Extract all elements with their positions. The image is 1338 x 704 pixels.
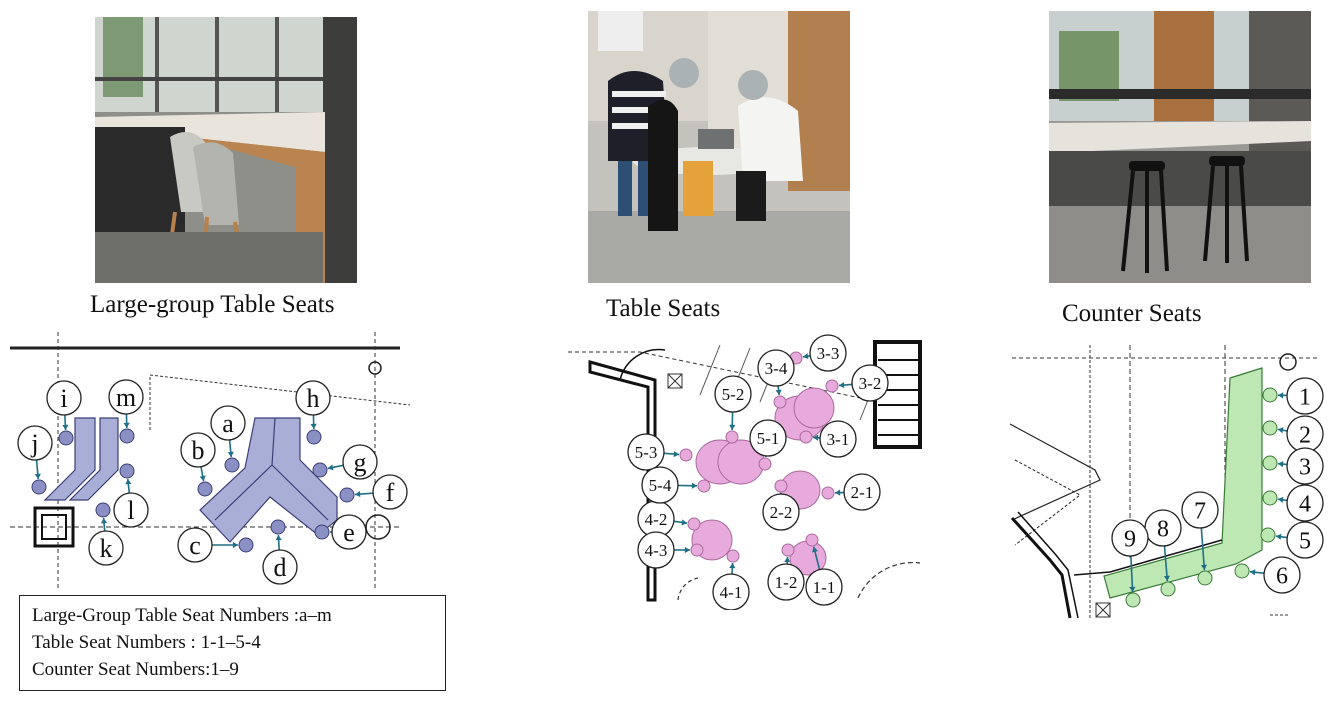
svg-text:e: e (343, 518, 355, 547)
svg-text:j: j (30, 429, 38, 458)
seat-lg-f: f (339, 474, 408, 510)
seat-table-5-4: 5-4 (641, 466, 711, 504)
seat-lg-i: i (46, 380, 82, 446)
legend-table: Table Seat Numbers : 1-1–5-4 (32, 632, 261, 653)
svg-text:1-2: 1-2 (775, 573, 798, 592)
seat-table-2-2: 2-2 (762, 479, 800, 531)
large-group-seats: ab c d e fg h ij kl m (17, 379, 408, 585)
seat-table-5-1: 5-1 (749, 419, 787, 471)
svg-text:5: 5 (1299, 528, 1311, 554)
seat-counter-8: 8 (1144, 509, 1182, 597)
svg-text:2-2: 2-2 (770, 503, 793, 522)
legend-large-group: Large-Group Table Seat Numbers :a–m (32, 605, 332, 626)
seat-table-2-1: 2-1 (821, 473, 881, 511)
svg-text:3-4: 3-4 (765, 359, 788, 378)
svg-text:1: 1 (1299, 384, 1311, 410)
seat-lg-l: l (113, 463, 149, 528)
legend-counter: Counter Seat Numbers:1–9 (32, 659, 239, 680)
svg-text:k: k (100, 534, 113, 563)
counter-caption: Counter Seats (1062, 300, 1202, 327)
seat-lg-c: c (177, 527, 254, 563)
table-seats: 1-1 1-2 2-1 2-2 3-1 3-2 3-3 3-4 4-1 4-2 4-3 5-1 5-2 5… (627, 334, 889, 610)
large-group-caption: Large-group Table Seats (90, 291, 335, 318)
seat-number-legend: Large-Group Table Seat Numbers :a–m Tabl… (19, 595, 446, 691)
seat-counter-2: 2 (1262, 415, 1324, 453)
seat-table-3-3: 3-3 (789, 334, 847, 372)
counter-photo (1049, 11, 1311, 283)
svg-text:d: d (274, 553, 287, 582)
seat-lg-g: g (312, 444, 378, 480)
svg-text:b: b (192, 436, 205, 465)
seat-counter-6: 6 (1234, 556, 1301, 594)
seat-counter-4: 4 (1262, 484, 1324, 522)
large-group-photo (95, 17, 357, 283)
svg-text:2: 2 (1299, 422, 1311, 448)
svg-text:4-1: 4-1 (720, 583, 743, 602)
svg-text:f: f (386, 478, 395, 507)
svg-text:m: m (116, 383, 136, 412)
svg-text:6: 6 (1276, 563, 1288, 589)
seat-table-1-1: 1-1 (805, 533, 843, 606)
svg-text:1-1: 1-1 (813, 578, 836, 597)
svg-text:5-2: 5-2 (722, 385, 745, 404)
svg-text:g: g (354, 448, 367, 477)
seat-lg-k: k (88, 502, 124, 566)
svg-text:3-2: 3-2 (859, 374, 882, 393)
seat-table-4-1: 4-1 (712, 549, 750, 610)
seat-table-5-3: 5-3 (627, 433, 693, 471)
seat-lg-b: b (180, 432, 216, 497)
counter-seats: 1 2 3 4 56 789 (1111, 377, 1324, 608)
table-photo (588, 11, 850, 283)
svg-text:i: i (60, 384, 67, 413)
seat-lg-a: a (210, 405, 246, 473)
seat-counter-3: 3 (1262, 447, 1324, 485)
svg-text:4-3: 4-3 (645, 541, 668, 560)
seat-table-3-1: 3-1 (799, 420, 857, 458)
svg-text:9: 9 (1124, 526, 1136, 552)
seat-table-4-2: 4-2 (637, 500, 701, 538)
seat-table-5-2: 5-2 (714, 375, 752, 444)
seat-lg-d: d (262, 519, 298, 585)
seat-table-4-3: 4-3 (637, 531, 704, 569)
svg-text:4-2: 4-2 (645, 510, 668, 529)
seat-table-1-2: 1-2 (767, 543, 805, 601)
svg-text:5-3: 5-3 (635, 443, 658, 462)
svg-text:3-1: 3-1 (827, 430, 850, 449)
seat-table-3-2: 3-2 (825, 364, 889, 402)
seat-counter-1: 1 (1262, 377, 1324, 415)
svg-text:3-3: 3-3 (817, 344, 840, 363)
svg-text:h: h (307, 384, 320, 413)
counter-floorplan (1009, 345, 1320, 620)
svg-text:2-1: 2-1 (851, 483, 874, 502)
svg-text:5-4: 5-4 (649, 476, 672, 495)
seat-lg-j: j (17, 425, 53, 495)
svg-text:3: 3 (1299, 454, 1311, 480)
svg-text:4: 4 (1299, 491, 1311, 517)
seat-lg-e: e (314, 514, 367, 550)
table-caption: Table Seats (606, 295, 721, 322)
seat-table-3-4: 3-4 (757, 349, 795, 409)
seat-counter-5: 5 (1260, 521, 1324, 559)
svg-text:c: c (189, 531, 201, 560)
seat-counter-9: 9 (1111, 519, 1149, 608)
large-group-floorplan (10, 332, 411, 590)
svg-text:a: a (222, 409, 234, 438)
seat-lg-m: m (108, 379, 144, 444)
seat-counter-7: 7 (1181, 491, 1219, 586)
svg-text:7: 7 (1194, 498, 1206, 524)
svg-text:5-1: 5-1 (757, 429, 780, 448)
seat-lg-h: h (295, 380, 331, 445)
svg-text:l: l (127, 496, 134, 525)
svg-text:8: 8 (1157, 516, 1169, 542)
